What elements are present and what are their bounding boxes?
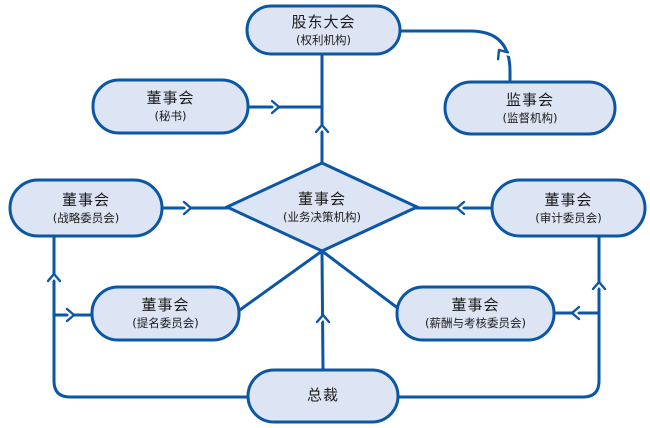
arrow-right-nomination-icon bbox=[62, 307, 76, 323]
arrow-left-audit-icon bbox=[455, 200, 469, 216]
arrow-up-left-chain-icon bbox=[46, 272, 62, 286]
node-audit-shape bbox=[490, 178, 647, 238]
node-secretary-shape bbox=[91, 78, 250, 135]
arrow-up-president-icon bbox=[315, 313, 331, 327]
arrow-up-right-chain-icon bbox=[591, 280, 607, 294]
arrow-right-secretary-icon bbox=[267, 99, 281, 115]
node-board-diamond-shape bbox=[223, 161, 421, 253]
arrow-up-trunk-icon bbox=[314, 123, 330, 137]
node-shareholders-shape bbox=[245, 4, 402, 56]
edge-shareholders-supervisory-curve bbox=[397, 29, 512, 84]
arrow-right-strategy-icon bbox=[179, 200, 193, 216]
node-remuneration-shape bbox=[395, 285, 556, 342]
arrow-curve-supervisory-icon bbox=[496, 48, 511, 63]
node-president-shape bbox=[246, 368, 400, 424]
arrow-left-remuneration-icon bbox=[570, 305, 584, 321]
edge-board-to-remuneration-diagonal bbox=[320, 249, 401, 311]
node-strategy-shape bbox=[8, 178, 164, 238]
edge-president-right-chain bbox=[396, 234, 601, 399]
edge-board-to-nomination-diagonal bbox=[235, 249, 324, 314]
node-nomination-shape bbox=[90, 285, 241, 342]
node-supervisory-shape bbox=[443, 80, 617, 136]
edge-president-to-board bbox=[320, 250, 325, 372]
edge-president-left-chain bbox=[52, 234, 250, 399]
